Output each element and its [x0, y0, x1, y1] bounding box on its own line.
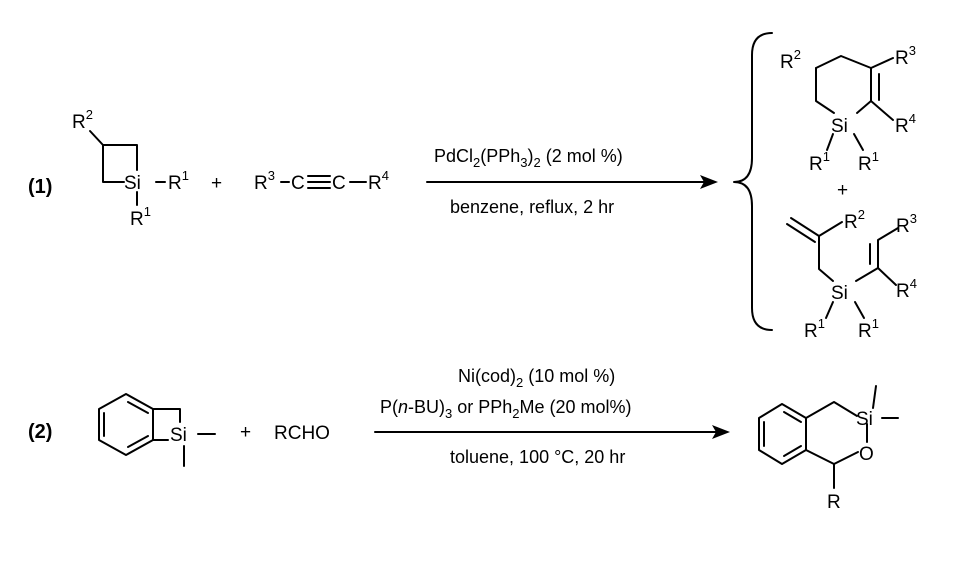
solvent-condition-2: toluene, 100 °C, 20 hr — [450, 447, 625, 467]
silicon-atom: Si — [124, 173, 141, 194]
reactant-benzosilacyclobutene: Si — [98, 393, 216, 467]
silicon-atom: Si — [856, 409, 873, 430]
product-silacyclohexene: R2 R3 R4 Si R1 R1 — [780, 43, 916, 175]
reaction-arrow-2 — [374, 425, 730, 439]
silicon-atom: Si — [170, 425, 187, 446]
aldehyde-reactant: RCHO — [274, 423, 330, 444]
product-allyl-vinyl-silane: R2 R3 R4 Si R1 R1 — [786, 207, 917, 342]
reactant-silacyclobutane: Si R1 R1 R2 — [72, 107, 189, 230]
products-plus-sign: + — [837, 180, 848, 201]
catalyst-condition-1: PdCl2(PPh3)2 (2 mol %) — [434, 146, 623, 170]
silicon-atom: Si — [831, 283, 848, 304]
r4-substituent: R4 — [895, 111, 916, 137]
r3-substituent: R3 — [254, 168, 275, 194]
r1-substituent-a: R1 — [804, 316, 825, 342]
r1-substituent-a: R1 — [809, 149, 830, 175]
r4-substituent: R4 — [368, 168, 389, 194]
r2-substituent: R2 — [844, 207, 865, 233]
reaction-arrow-1 — [426, 175, 718, 189]
r1-right-substituent: R1 — [168, 168, 189, 194]
reaction-1-label: (1) — [28, 176, 52, 198]
r-substituent: R — [827, 492, 841, 513]
reactant-alkyne: R3 C C R4 — [254, 168, 389, 194]
r1-substituent-b: R1 — [858, 316, 879, 342]
reaction-2-label: (2) — [28, 421, 52, 443]
product-brace — [733, 32, 773, 331]
alkyne-carbon-left: C — [291, 173, 305, 194]
silicon-atom: Si — [831, 116, 848, 137]
oxygen-atom: O — [859, 444, 874, 465]
r4-substituent: R4 — [896, 276, 917, 302]
solvent-condition-1: benzene, reflux, 2 hr — [450, 197, 614, 217]
r2-substituent: R2 — [72, 107, 93, 133]
ligand-condition-2: P(n-BU)3 or PPh2Me (20 mol%) — [380, 397, 632, 421]
r1-substituent-b: R1 — [858, 149, 879, 175]
plus-sign-1: + — [211, 173, 222, 194]
r2-substituent: R2 — [780, 47, 801, 73]
r1-bottom-substituent: R1 — [130, 204, 151, 230]
plus-sign-2: + — [240, 422, 251, 443]
alkyne-carbon-right: C — [332, 173, 346, 194]
catalyst-condition-2: Ni(cod)2 (10 mol %) — [458, 366, 615, 390]
r3-substituent: R3 — [896, 211, 917, 237]
r3-substituent: R3 — [895, 43, 916, 69]
product-benzoxasilin: Si O R — [758, 385, 899, 513]
